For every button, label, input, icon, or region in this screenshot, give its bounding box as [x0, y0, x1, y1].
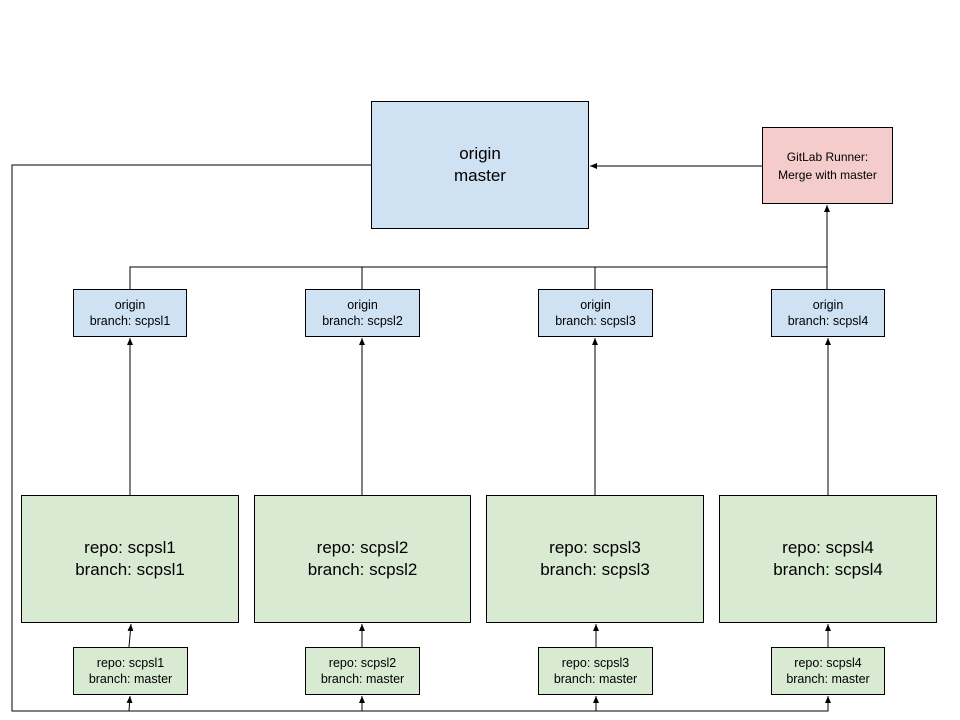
node-label-line: GitLab Runner: [786, 149, 869, 164]
repo-scpsl2-branch-scpsl2-box: repo: scpsl2 branch: scpsl2 [254, 495, 471, 623]
node-label-line: repo: scpsl1 [96, 656, 165, 670]
node-label-line: branch: scpsl3 [555, 314, 636, 328]
node-label-line: repo: scpsl2 [328, 656, 397, 670]
repo-scpsl3-branch-master-box: repo: scpsl3 branch: master [538, 647, 653, 695]
node-label-line: origin [347, 298, 378, 312]
node-label-line: master [454, 166, 506, 185]
node-label-line: origin [580, 298, 611, 312]
repo-scpsl2-branch-master-box: repo: scpsl2 branch: master [305, 647, 420, 695]
arrow-origin-master-to-master-scpsl4 [129, 696, 831, 712]
origin-branch-scpsl1-box: origin branch: scpsl1 [73, 289, 187, 337]
node-label-line: repo: scpsl1 [84, 538, 176, 557]
node-label-line: repo: scpsl4 [782, 538, 874, 557]
origin-branch-scpsl4-box: origin branch: scpsl4 [771, 289, 885, 337]
repo-scpsl1-branch-scpsl1-box: repo: scpsl1 branch: scpsl1 [21, 495, 239, 623]
node-label-line: branch: scpsl4 [773, 560, 883, 579]
repo-scpsl4-branch-master-box: repo: scpsl4 branch: master [771, 647, 885, 695]
node-label-line: origin [114, 298, 146, 312]
origin-master-box: origin master [371, 101, 589, 229]
node-label-line: Merge with master [778, 167, 877, 182]
node-label-line: branch: master [553, 672, 638, 686]
node-label-line: repo: scpsl2 [316, 538, 409, 557]
node-label-line: branch: scpsl1 [89, 314, 171, 328]
origin-branch-scpsl3-box: origin branch: scpsl3 [538, 289, 653, 337]
node-label-line: repo: scpsl3 [561, 656, 630, 670]
node-label-line: repo: scpsl3 [549, 538, 641, 557]
node-label-line: branch: master [786, 672, 870, 686]
node-label-line: branch: master [88, 672, 173, 686]
arrow-origin-scpsl1-to-gitlab-runner [129, 205, 830, 289]
node-label-line: branch: scpsl3 [540, 560, 650, 579]
node-label-line: repo: scpsl4 [794, 656, 862, 670]
origin-branch-scpsl2-box: origin branch: scpsl2 [305, 289, 420, 337]
node-label-line: branch: scpsl2 [322, 314, 403, 328]
node-label-line: branch: scpsl2 [307, 560, 418, 579]
gitlab-runner-box: GitLab Runner: Merge with master [762, 127, 893, 204]
arrow-origin-master-to-master-scpsl1 [11, 164, 371, 712]
node-label-line: branch: master [320, 672, 405, 686]
arrow-master-scpsl1-to-repo-scpsl1 [127, 623, 134, 648]
node-label-line: origin [812, 298, 844, 312]
node-label-line: branch: scpsl1 [75, 560, 185, 579]
repo-scpsl3-branch-scpsl3-box: repo: scpsl3 branch: scpsl3 [486, 495, 704, 623]
repo-scpsl1-branch-master-box: repo: scpsl1 branch: master [73, 647, 188, 695]
node-label-line: origin [459, 144, 501, 163]
repo-scpsl4-branch-scpsl4-box: repo: scpsl4 branch: scpsl4 [719, 495, 937, 623]
node-label-line: branch: scpsl4 [787, 314, 869, 328]
